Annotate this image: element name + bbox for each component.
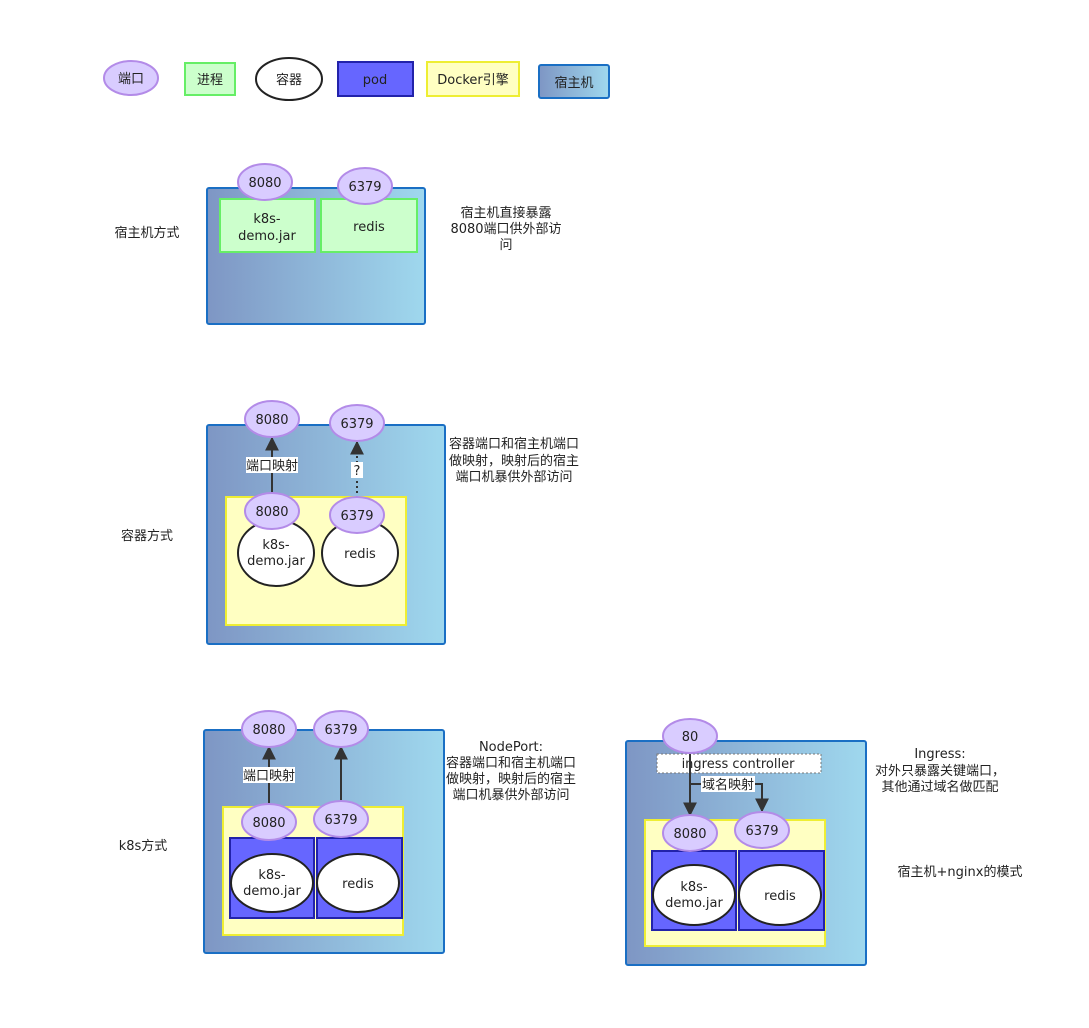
container-k8s-demo-line2: demo.jar bbox=[243, 884, 301, 899]
container-mode-label: 容器方式 bbox=[121, 528, 173, 544]
host-port-8080 bbox=[244, 400, 300, 438]
container-k8s-demo-line1: k8s- bbox=[680, 880, 708, 895]
container-k8s-demo-line1: k8s- bbox=[262, 538, 290, 553]
container-k8s-demo bbox=[652, 864, 736, 926]
port-8080-label: 8080 bbox=[248, 176, 281, 191]
process-redis bbox=[320, 198, 418, 253]
legend-container-label: 容器 bbox=[276, 72, 302, 88]
legend-port-label: 端口 bbox=[118, 72, 144, 87]
process-k8s-demo-line1: k8s- bbox=[253, 212, 281, 227]
container-k8s-demo bbox=[230, 853, 314, 913]
container-redis-label: redis bbox=[342, 877, 374, 892]
k8s-mode-note-line2: 容器端口和宿主机端口 bbox=[446, 755, 576, 771]
legend-process-label: 进程 bbox=[197, 73, 223, 88]
host-port-6379-label: 6379 bbox=[340, 417, 373, 432]
container-k8s-demo bbox=[237, 519, 315, 587]
pod-port-8080-label: 8080 bbox=[673, 827, 706, 842]
pod-port-8080-label: 8080 bbox=[252, 816, 285, 831]
host-mode-label: 宿主机方式 bbox=[114, 225, 179, 241]
host-mode-note-line1: 宿主机直接暴露 bbox=[460, 205, 551, 221]
container-redis-label: redis bbox=[764, 889, 796, 904]
host-port-80-label: 80 bbox=[682, 730, 699, 745]
legend-host-label: 宿主机 bbox=[554, 75, 593, 91]
legend: 端口 进程 容器 pod Docker引擎 宿主机 bbox=[103, 57, 610, 101]
host-port-8080-label: 8080 bbox=[255, 413, 288, 428]
pod-port-8080 bbox=[241, 803, 297, 841]
k8s-mode-note-line4: 端口机暴供外部访问 bbox=[452, 788, 569, 803]
port-6379 bbox=[337, 167, 393, 205]
legend-container: 容器 bbox=[255, 57, 323, 101]
section-k8s-mode: k8s方式 k8s- demo.jar redis 端口映射 8080 6379… bbox=[119, 710, 576, 954]
host-port-6379-label: 6379 bbox=[324, 723, 357, 738]
section-ingress-mode: k8s- demo.jar redis ingress controller 域… bbox=[625, 718, 1023, 966]
host-port-8080-label: 8080 bbox=[252, 723, 285, 738]
port-mapping-label-bg bbox=[243, 767, 295, 783]
unknown-mark: ? bbox=[354, 464, 361, 479]
host-port-80 bbox=[662, 718, 718, 754]
port-6379-label: 6379 bbox=[348, 180, 381, 195]
process-redis-label: redis bbox=[353, 220, 385, 235]
port-mapping-label: 端口映射 bbox=[243, 768, 295, 784]
host-port-6379 bbox=[329, 404, 385, 442]
unknown-mark-bg bbox=[351, 462, 363, 478]
legend-pod-label: pod bbox=[363, 73, 387, 88]
domain-mapping-label: 域名映射 bbox=[702, 777, 754, 793]
pod-port-6379 bbox=[313, 800, 369, 838]
ingress-note-line1: Ingress: bbox=[914, 747, 965, 762]
host-port-8080 bbox=[241, 710, 297, 748]
container-mode-note-line3: 端口机暴供外部访问 bbox=[455, 470, 572, 485]
domain-mapping-label-bg bbox=[701, 776, 755, 792]
port-mapping-label-bg bbox=[246, 457, 298, 473]
ingress-note-line3: 其他通过域名做匹配 bbox=[881, 779, 998, 795]
section-host-mode: 宿主机方式 k8s- demo.jar redis 8080 6379 宿主机直… bbox=[114, 163, 562, 325]
port-mapping-label: 端口映射 bbox=[246, 458, 298, 474]
k8s-mode-label: k8s方式 bbox=[119, 838, 168, 854]
ingress-controller-box bbox=[656, 753, 822, 774]
ingress-extra-note: 宿主机+nginx的模式 bbox=[898, 864, 1023, 880]
container-port-6379 bbox=[329, 496, 385, 534]
legend-docker-label: Docker引擎 bbox=[437, 73, 509, 88]
container-redis bbox=[738, 864, 822, 926]
ingress-note-line2: 对外只暴露关键端口， bbox=[875, 764, 1005, 779]
host-mode-note-line2: 8080端口供外部访 bbox=[450, 222, 561, 237]
host-port-6379 bbox=[313, 710, 369, 748]
section-container-mode: 容器方式 k8s- demo.jar redis 端口映射 ? 8080 637… bbox=[121, 400, 579, 645]
k8s-mode-note-line3: 做映射，映射后的宿主 bbox=[446, 771, 576, 787]
port-8080 bbox=[237, 163, 293, 201]
container-k8s-demo-line2: demo.jar bbox=[665, 896, 723, 911]
pod-port-8080 bbox=[662, 814, 718, 852]
container-port-6379-label: 6379 bbox=[340, 509, 373, 524]
ingress-controller-label: ingress controller bbox=[682, 757, 796, 772]
container-redis bbox=[316, 853, 400, 913]
container-port-8080-label: 8080 bbox=[255, 505, 288, 520]
container-mode-note-line1: 容器端口和宿主机端口 bbox=[449, 436, 579, 452]
pod-port-6379 bbox=[734, 811, 790, 849]
container-mode-note-line2: 做映射，映射后的宿主 bbox=[449, 453, 579, 469]
pod-port-6379-label: 6379 bbox=[745, 824, 778, 839]
container-k8s-demo-line2: demo.jar bbox=[247, 554, 305, 569]
container-k8s-demo-line1: k8s- bbox=[258, 868, 286, 883]
pod-port-6379-label: 6379 bbox=[324, 813, 357, 828]
host-mode-note-line3: 问 bbox=[499, 238, 512, 253]
container-port-8080 bbox=[244, 492, 300, 530]
legend-host: 宿主机 bbox=[538, 64, 610, 99]
legend-docker: Docker引擎 bbox=[426, 61, 520, 97]
k8s-mode-note-line1: NodePort: bbox=[479, 740, 543, 755]
process-k8s-demo-line2: demo.jar bbox=[238, 229, 296, 244]
container-redis-label: redis bbox=[344, 547, 376, 562]
legend-port: 端口 bbox=[103, 60, 159, 96]
legend-pod: pod bbox=[337, 61, 414, 97]
legend-process: 进程 bbox=[184, 62, 236, 96]
